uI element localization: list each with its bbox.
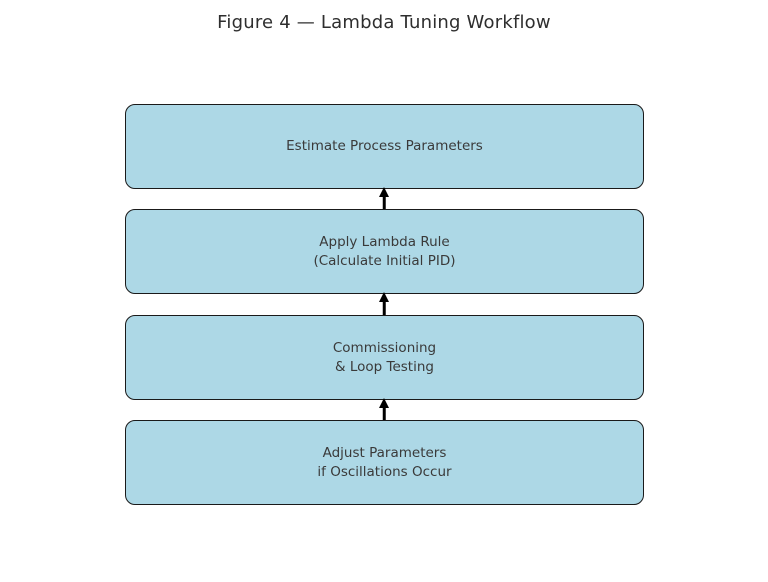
up-arrow-icon: [377, 187, 391, 211]
up-arrow-icon: [377, 398, 391, 422]
flow-box-adjust-parameters: Adjust Parameters if Oscillations Occur: [125, 420, 644, 505]
flow-box-label-line: Adjust Parameters: [322, 444, 447, 461]
flow-box-label-line: Commissioning: [332, 339, 437, 356]
flow-box-commissioning-loop-testing: Commissioning & Loop Testing: [125, 315, 644, 400]
flow-box-apply-lambda-rule: Apply Lambda Rule (Calculate Initial PID…: [125, 209, 644, 294]
flow-box-label-line: Estimate Process Parameters: [286, 138, 483, 154]
flow-box-label-line: if Oscillations Occur: [317, 463, 452, 480]
flow-box-label-line: (Calculate Initial PID): [313, 252, 456, 269]
up-arrow-icon: [377, 292, 391, 317]
flow-box-estimate-process-parameters: Estimate Process Parameters: [125, 104, 644, 189]
flow-box-label-line: Apply Lambda Rule: [319, 233, 450, 250]
arrow-shaft: [382, 403, 386, 422]
arrow-shaft: [382, 192, 386, 211]
figure-title: Figure 4 — Lambda Tuning Workflow: [217, 12, 551, 33]
flow-box-label-line: & Loop Testing: [335, 358, 434, 375]
arrow-shaft: [382, 297, 386, 317]
